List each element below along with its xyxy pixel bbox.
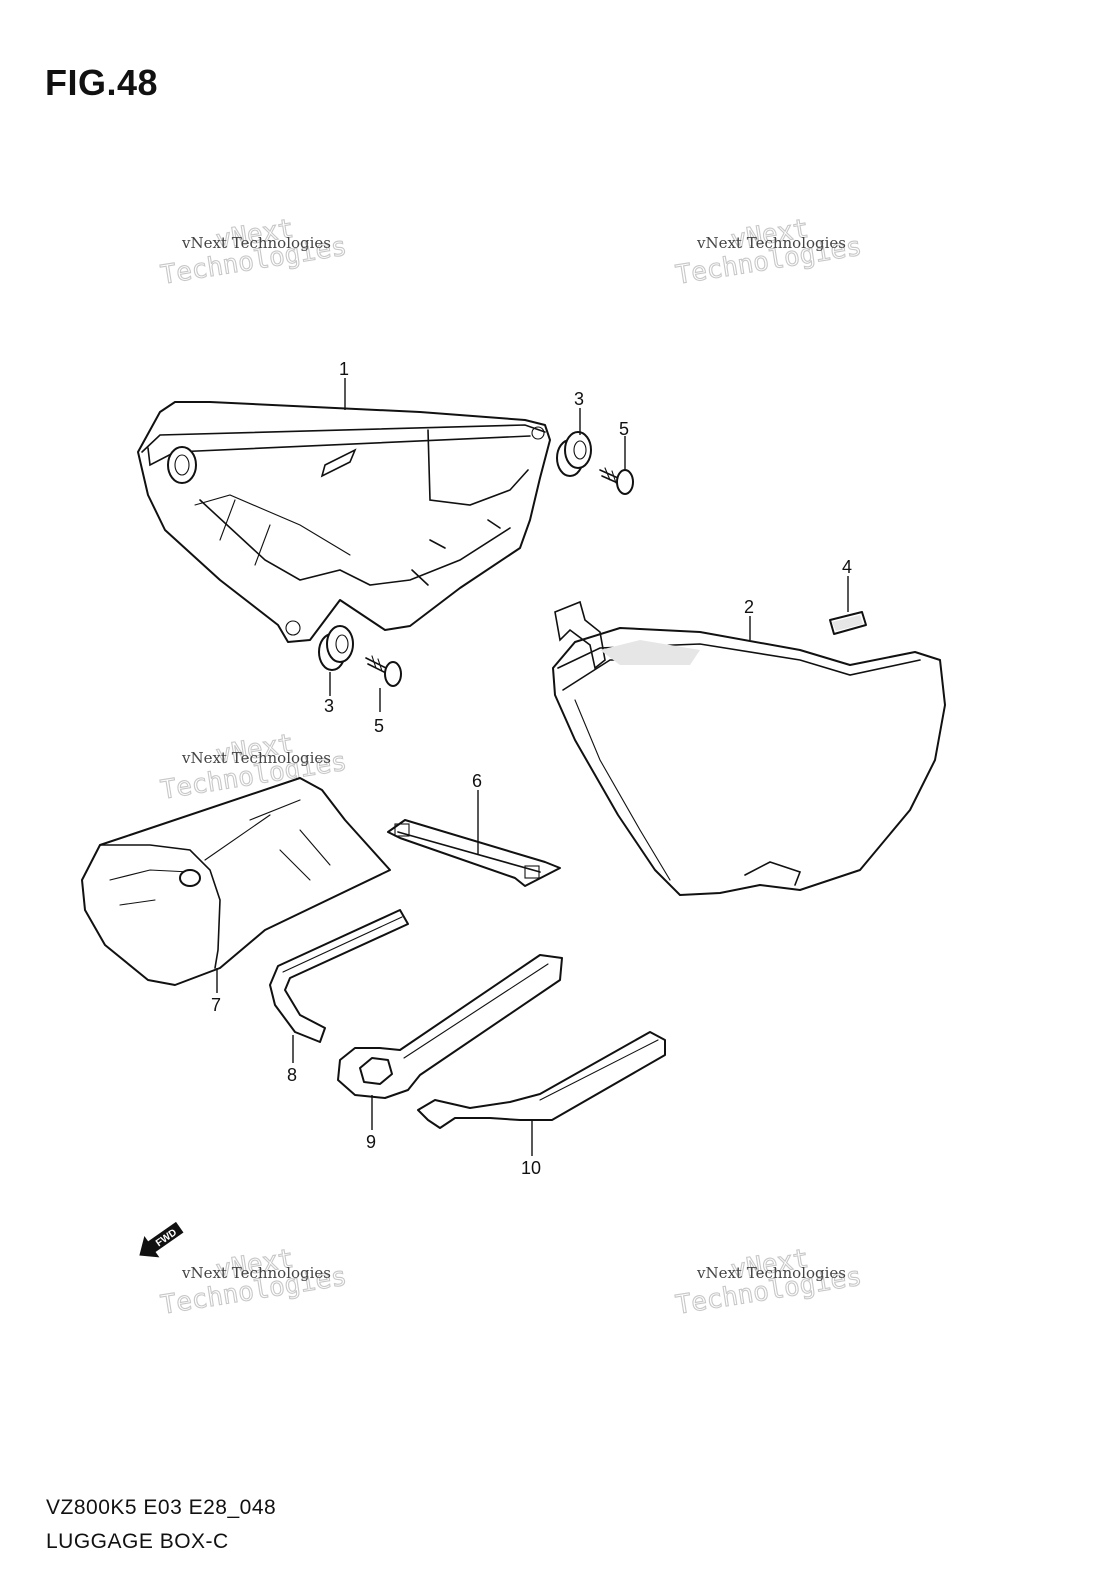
part-10-hook-spanner	[417, 1031, 666, 1129]
svg-text:vNext Technologies: vNext Technologies	[181, 1264, 331, 1282]
part-3-grommet-lower	[318, 625, 354, 671]
svg-text:vNext Technologies: vNext Technologies	[181, 234, 331, 252]
callout-7: 7	[211, 995, 221, 1015]
footer-name: LUGGAGE BOX-C	[46, 1530, 229, 1553]
svg-text:vNext Technologies: vNext Technologies	[696, 1264, 846, 1282]
svg-text:vNext Technologies: vNext Technologies	[181, 749, 331, 767]
callout-3-lower: 3	[324, 696, 334, 716]
part-8-hex-wrench	[269, 909, 409, 1043]
part-9-box-wrench	[337, 954, 563, 1099]
part-6-band	[387, 819, 561, 887]
part-2-frame-cover	[552, 600, 946, 896]
callout-8: 8	[287, 1065, 297, 1085]
footer-code: VZ800K5 E03 E28_048	[46, 1496, 277, 1519]
callout-5-upper: 5	[619, 419, 629, 439]
svg-text:vNext Technologies: vNext Technologies	[696, 234, 846, 252]
part-4-cushion	[829, 611, 867, 635]
part-5-bolt-lower	[365, 655, 402, 687]
part-7-tool-bag	[81, 777, 391, 986]
callout-2: 2	[744, 597, 754, 617]
callout-5-lower: 5	[374, 716, 384, 736]
fwd-arrow-icon: FWD	[139, 1221, 184, 1258]
callout-10: 10	[521, 1158, 541, 1178]
callout-4: 4	[842, 557, 852, 577]
callout-9: 9	[366, 1132, 376, 1152]
watermark-top-right: vNext Technologies vNext Technologies	[673, 213, 864, 291]
callout-1: 1	[339, 359, 349, 379]
callout-6: 6	[472, 771, 482, 791]
part-5-bolt-upper	[599, 467, 634, 495]
watermark-bottom-right: vNext Technologies vNext Technologies	[673, 1243, 864, 1321]
watermark-top-left: vNext Technologies vNext Technologies	[158, 213, 349, 291]
part-1-luggage-box	[137, 401, 551, 643]
part-3-grommet-upper	[556, 431, 592, 477]
watermark-mid-left: vNext Technologies vNext Technologies	[158, 728, 349, 806]
callout-3-upper: 3	[574, 389, 584, 409]
leader-lines	[216, 378, 849, 1156]
watermark-bottom-left: vNext Technologies vNext Technologies	[158, 1243, 349, 1321]
figure-title: FIG.48	[45, 62, 159, 103]
